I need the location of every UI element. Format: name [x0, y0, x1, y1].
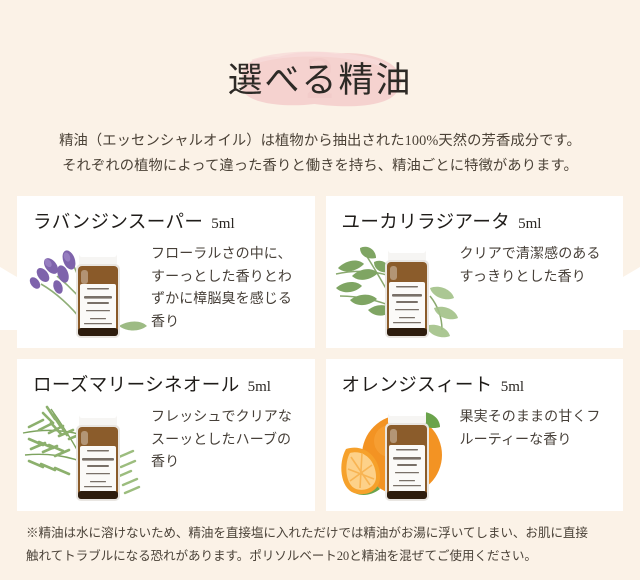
product-description: フローラルさの中に、すーっとした香りとわずかに樟脳臭を感じる香り [151, 246, 292, 330]
lavender-bottle-image [21, 230, 153, 346]
intro-line-2: それぞれの植物によって違った香りと働きを持ち、精油ごとに特徴があります。 [62, 158, 578, 175]
intro-line-1: 精油（エッセンシャルオイル）は植物から抽出された100%天然の芳香成分です。 [59, 133, 581, 149]
footnote-line-2: 触れてトラブルになる恐れがあります。ポリソルベート20と精油を混ぜてご使用くださ… [26, 549, 537, 564]
product-card-eucalyptus[interactable]: ユーカリラジアータ 5ml [325, 195, 623, 348]
product-description: フレッシュでクリアなスーッとしたハーブの香り [151, 409, 292, 471]
product-heading: ラバンジンスーパー 5ml [33, 208, 305, 234]
product-body: クリアで清潔感のあるすっきりとした香り [335, 234, 614, 344]
page-title: 選べる精油 [227, 61, 413, 100]
product-description: クリアで清潔感のあるすっきりとした香り [459, 246, 601, 285]
product-card-rosemary[interactable]: ローズマリーシネオール 5ml [17, 358, 315, 511]
footnote-note: ※精油は水に溶けないため、精油を直接塩に入れただけでは精油がお湯に浮いてしまい、… [0, 522, 640, 568]
product-body: フローラルさの中に、すーっとした香りとわずかに樟脳臭を感じる香り [29, 234, 305, 344]
product-body: フレッシュでクリアなスーッとしたハーブの香り [22, 397, 305, 507]
product-volume: 5ml [247, 378, 271, 395]
product-volume: 5ml [211, 215, 235, 232]
product-card-lavandin[interactable]: ラバンジンスーパー 5ml [17, 195, 315, 348]
intro-paragraph: 精油（エッセンシャルオイル）は植物から抽出された100%天然の芳香成分です。 そ… [0, 129, 640, 180]
product-heading: オレンジスィート 5ml [342, 371, 614, 397]
product-card-orange-sweet[interactable]: オレンジスィート 5ml [325, 358, 623, 511]
product-description: 果実そのままの甘くフルーティーな香り [459, 409, 601, 448]
product-volume: 5ml [500, 378, 525, 395]
eucalyptus-bottle-image [330, 230, 462, 346]
orange-bottle-image [330, 393, 462, 509]
section-header: 2 選べる精油 精油（エッセンシャルオイル）は植物から抽出された100%天然の芳… [0, 0, 640, 180]
product-body: 果実そのままの甘くフルーティーな香り [338, 397, 614, 507]
title-with-brush: 2 選べる精油 [217, 46, 422, 110]
footnote-line-1: ※精油は水に溶けないため、精油を直接塩に入れただけでは精油がお湯に浮いてしまい、… [26, 526, 588, 541]
product-name: ラバンジンスーパー [33, 212, 204, 233]
product-card-grid: ラバンジンスーパー 5ml [0, 180, 640, 511]
product-name: オレンジスィート [341, 375, 493, 396]
product-name: ローズマリーシネオール [33, 375, 240, 396]
product-name: ユーカリラジアータ [341, 212, 511, 233]
product-volume: 5ml [518, 215, 542, 232]
product-heading: ユーカリラジアータ 5ml [342, 208, 614, 234]
rosemary-bottle-image [21, 393, 153, 509]
product-heading: ローズマリーシネオール 5ml [33, 371, 305, 397]
